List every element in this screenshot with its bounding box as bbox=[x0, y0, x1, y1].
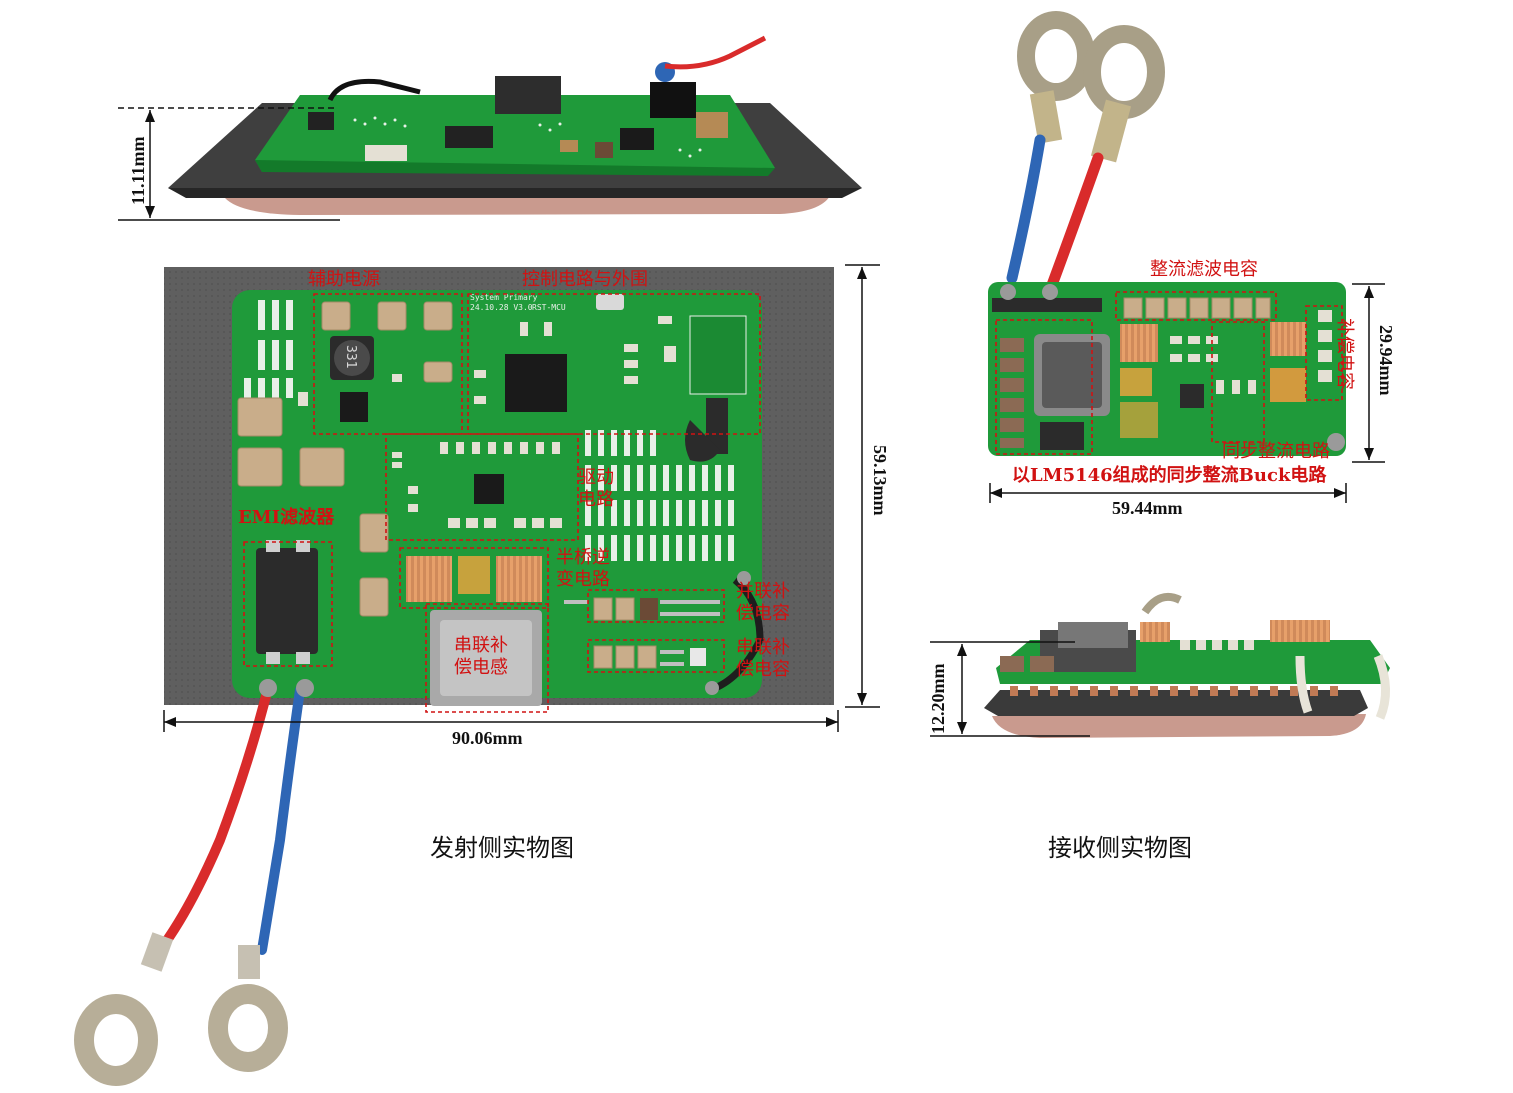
label-filter-cap: 整流滤波电容 bbox=[1150, 259, 1258, 280]
label-series-ind-2: 偿电感 bbox=[454, 657, 508, 678]
label-series-cap-2: 偿电容 bbox=[736, 659, 790, 680]
board-version-silk: 24.10.28 V3.0 bbox=[470, 303, 533, 312]
receiver-caption: 接收侧实物图 bbox=[1048, 834, 1192, 862]
box-aux-power bbox=[313, 293, 463, 435]
label-half-bridge-1: 半桥逆 bbox=[556, 547, 610, 568]
label-parallel-cap-1: 并联补 bbox=[736, 581, 790, 602]
box-half-bridge bbox=[399, 547, 549, 609]
box-buck bbox=[995, 319, 1093, 455]
box-sync-rect bbox=[1211, 321, 1265, 443]
label-drive-2: 电路 bbox=[578, 489, 614, 510]
label-aux-power: 辅助电源 bbox=[308, 269, 380, 290]
rx-width-dim: 59.44mm bbox=[1112, 498, 1183, 518]
box-control bbox=[467, 293, 761, 435]
label-drive-1: 驱动 bbox=[578, 467, 614, 488]
box-parallel-cap bbox=[587, 589, 725, 623]
label-buck: 以LM5146组成的同步整流Buck电路 bbox=[1012, 465, 1327, 486]
inductor-mark: 331 bbox=[343, 345, 358, 368]
tx-board-height-dim: 59.13mm bbox=[870, 445, 890, 516]
tx-height-dim: 11.11mm bbox=[128, 136, 148, 205]
box-series-cap bbox=[587, 639, 725, 673]
board-name-silk: System Primary bbox=[470, 293, 538, 302]
label-control: 控制电路与外围 bbox=[522, 269, 648, 290]
label-emi: EMI滤波器 bbox=[238, 507, 335, 528]
tx-width-dim: 90.06mm bbox=[452, 728, 523, 748]
box-emi bbox=[243, 541, 333, 667]
label-half-bridge-2: 变电路 bbox=[556, 569, 610, 590]
transmitter-caption: 发射侧实物图 bbox=[430, 834, 574, 862]
box-drive bbox=[385, 433, 579, 541]
mcu-silk: RST-MCU bbox=[532, 303, 566, 312]
label-series-cap-1: 串联补 bbox=[736, 637, 790, 658]
label-sync-rect: 同步整流电路 bbox=[1222, 441, 1330, 462]
rx-board-height-dim: 29.94mm bbox=[1376, 325, 1396, 396]
label-comp-cap: 补偿电容 bbox=[1334, 318, 1355, 390]
rx-height-dim: 12.20mm bbox=[928, 663, 948, 735]
label-parallel-cap-2: 偿电容 bbox=[736, 603, 790, 624]
label-series-ind-1: 串联补 bbox=[454, 635, 508, 656]
box-filter-cap bbox=[1115, 291, 1277, 321]
